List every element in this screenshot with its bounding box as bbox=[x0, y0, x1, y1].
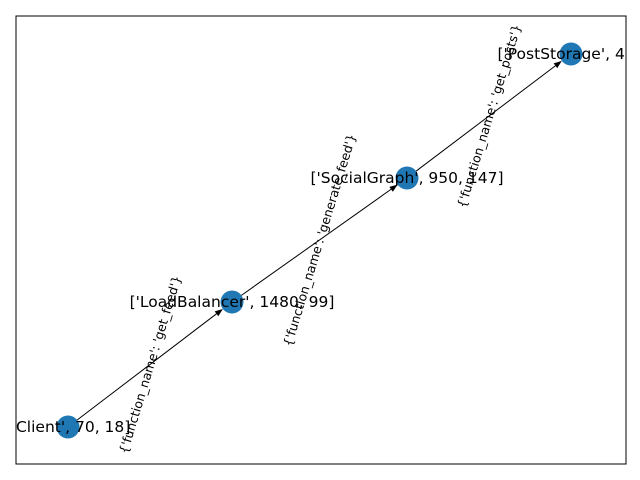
node-socialgraph bbox=[395, 166, 419, 190]
plot-frame bbox=[15, 15, 627, 465]
edge-arrowhead-loadbalancer-socialgraph bbox=[389, 184, 398, 192]
edge-arrowhead-client-loadbalancer bbox=[214, 308, 223, 317]
edge-arrowhead-socialgraph-poststorage bbox=[553, 60, 562, 69]
node-client bbox=[56, 415, 80, 439]
node-label-poststorage: ['PostStorage', 490 bbox=[497, 45, 640, 63]
node-loadbalancer bbox=[220, 290, 244, 314]
edge-line-socialgraph-poststorage bbox=[415, 65, 556, 172]
node-poststorage bbox=[559, 42, 583, 66]
nodes bbox=[56, 42, 583, 439]
node-label-socialgraph: ['SocialGraph', 950, 147] bbox=[311, 169, 504, 187]
edge-labels: {'function_name': 'get_feed'}{'function_… bbox=[116, 23, 524, 456]
edge-label: {'function_name': 'generate_feed'} bbox=[280, 132, 359, 348]
plot-area: ['Client', 70, 18] ['LoadBalancer', 1480,… bbox=[6, 23, 640, 456]
edges bbox=[76, 60, 562, 421]
node-label-loadbalancer: ['LoadBalancer', 1480, 99] bbox=[130, 293, 335, 311]
node-label-client: ['Client', 70, 18] bbox=[6, 418, 131, 436]
edge-line-client-loadbalancer bbox=[76, 313, 217, 421]
edge-line-loadbalancer-socialgraph bbox=[241, 188, 392, 296]
node-labels: ['Client', 70, 18] ['LoadBalancer', 1480,… bbox=[6, 45, 640, 436]
